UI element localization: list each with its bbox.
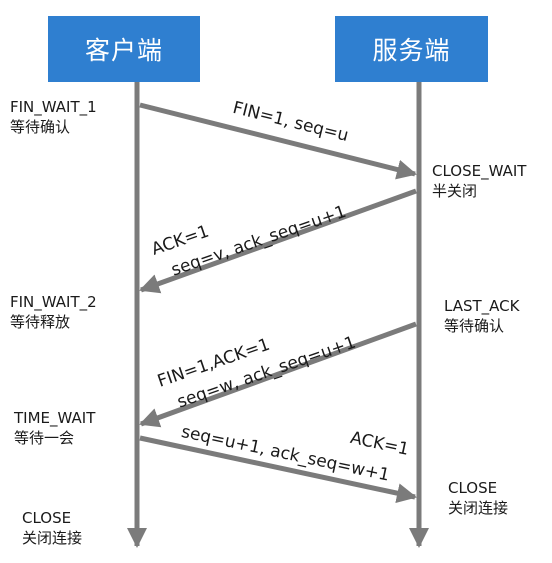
message-arrow-1 bbox=[139, 102, 417, 180]
server-header: 服务端 bbox=[335, 16, 488, 82]
state-code: CLOSE bbox=[22, 509, 72, 527]
client-state-close: CLOSE 关闭连接 bbox=[22, 508, 82, 548]
state-code: CLOSE bbox=[448, 479, 498, 497]
client-state-time-wait: TIME_WAIT 等待一会 bbox=[14, 408, 95, 448]
state-desc: 半关闭 bbox=[432, 182, 478, 200]
state-desc: 等待确认 bbox=[10, 118, 71, 136]
server-state-last-ack: LAST_ACK 等待确认 bbox=[444, 296, 519, 336]
state-desc: 关闭连接 bbox=[22, 529, 83, 547]
state-desc: 关闭连接 bbox=[448, 499, 509, 517]
state-desc: 等待一会 bbox=[14, 429, 75, 447]
server-state-close-wait: CLOSE_WAIT 半关闭 bbox=[432, 161, 526, 201]
message-arrow-4 bbox=[139, 435, 417, 504]
state-code: TIME_WAIT bbox=[14, 409, 96, 427]
client-state-fin-wait-1: FIN_WAIT_1 等待确认 bbox=[10, 97, 97, 137]
server-label: 服务端 bbox=[372, 36, 451, 65]
state-code: LAST_ACK bbox=[444, 297, 520, 315]
state-code: FIN_WAIT_2 bbox=[10, 293, 97, 311]
message-arrow-3 bbox=[139, 321, 417, 428]
state-desc: 等待确认 bbox=[444, 317, 505, 335]
server-state-close: CLOSE 关闭连接 bbox=[448, 478, 508, 518]
client-label: 客户端 bbox=[84, 36, 163, 65]
state-code: CLOSE_WAIT bbox=[432, 162, 527, 180]
state-desc: 等待释放 bbox=[10, 313, 71, 331]
client-state-fin-wait-2: FIN_WAIT_2 等待释放 bbox=[10, 292, 97, 332]
state-code: FIN_WAIT_1 bbox=[10, 98, 97, 116]
client-header: 客户端 bbox=[48, 16, 200, 82]
message-arrow-2 bbox=[139, 188, 417, 294]
